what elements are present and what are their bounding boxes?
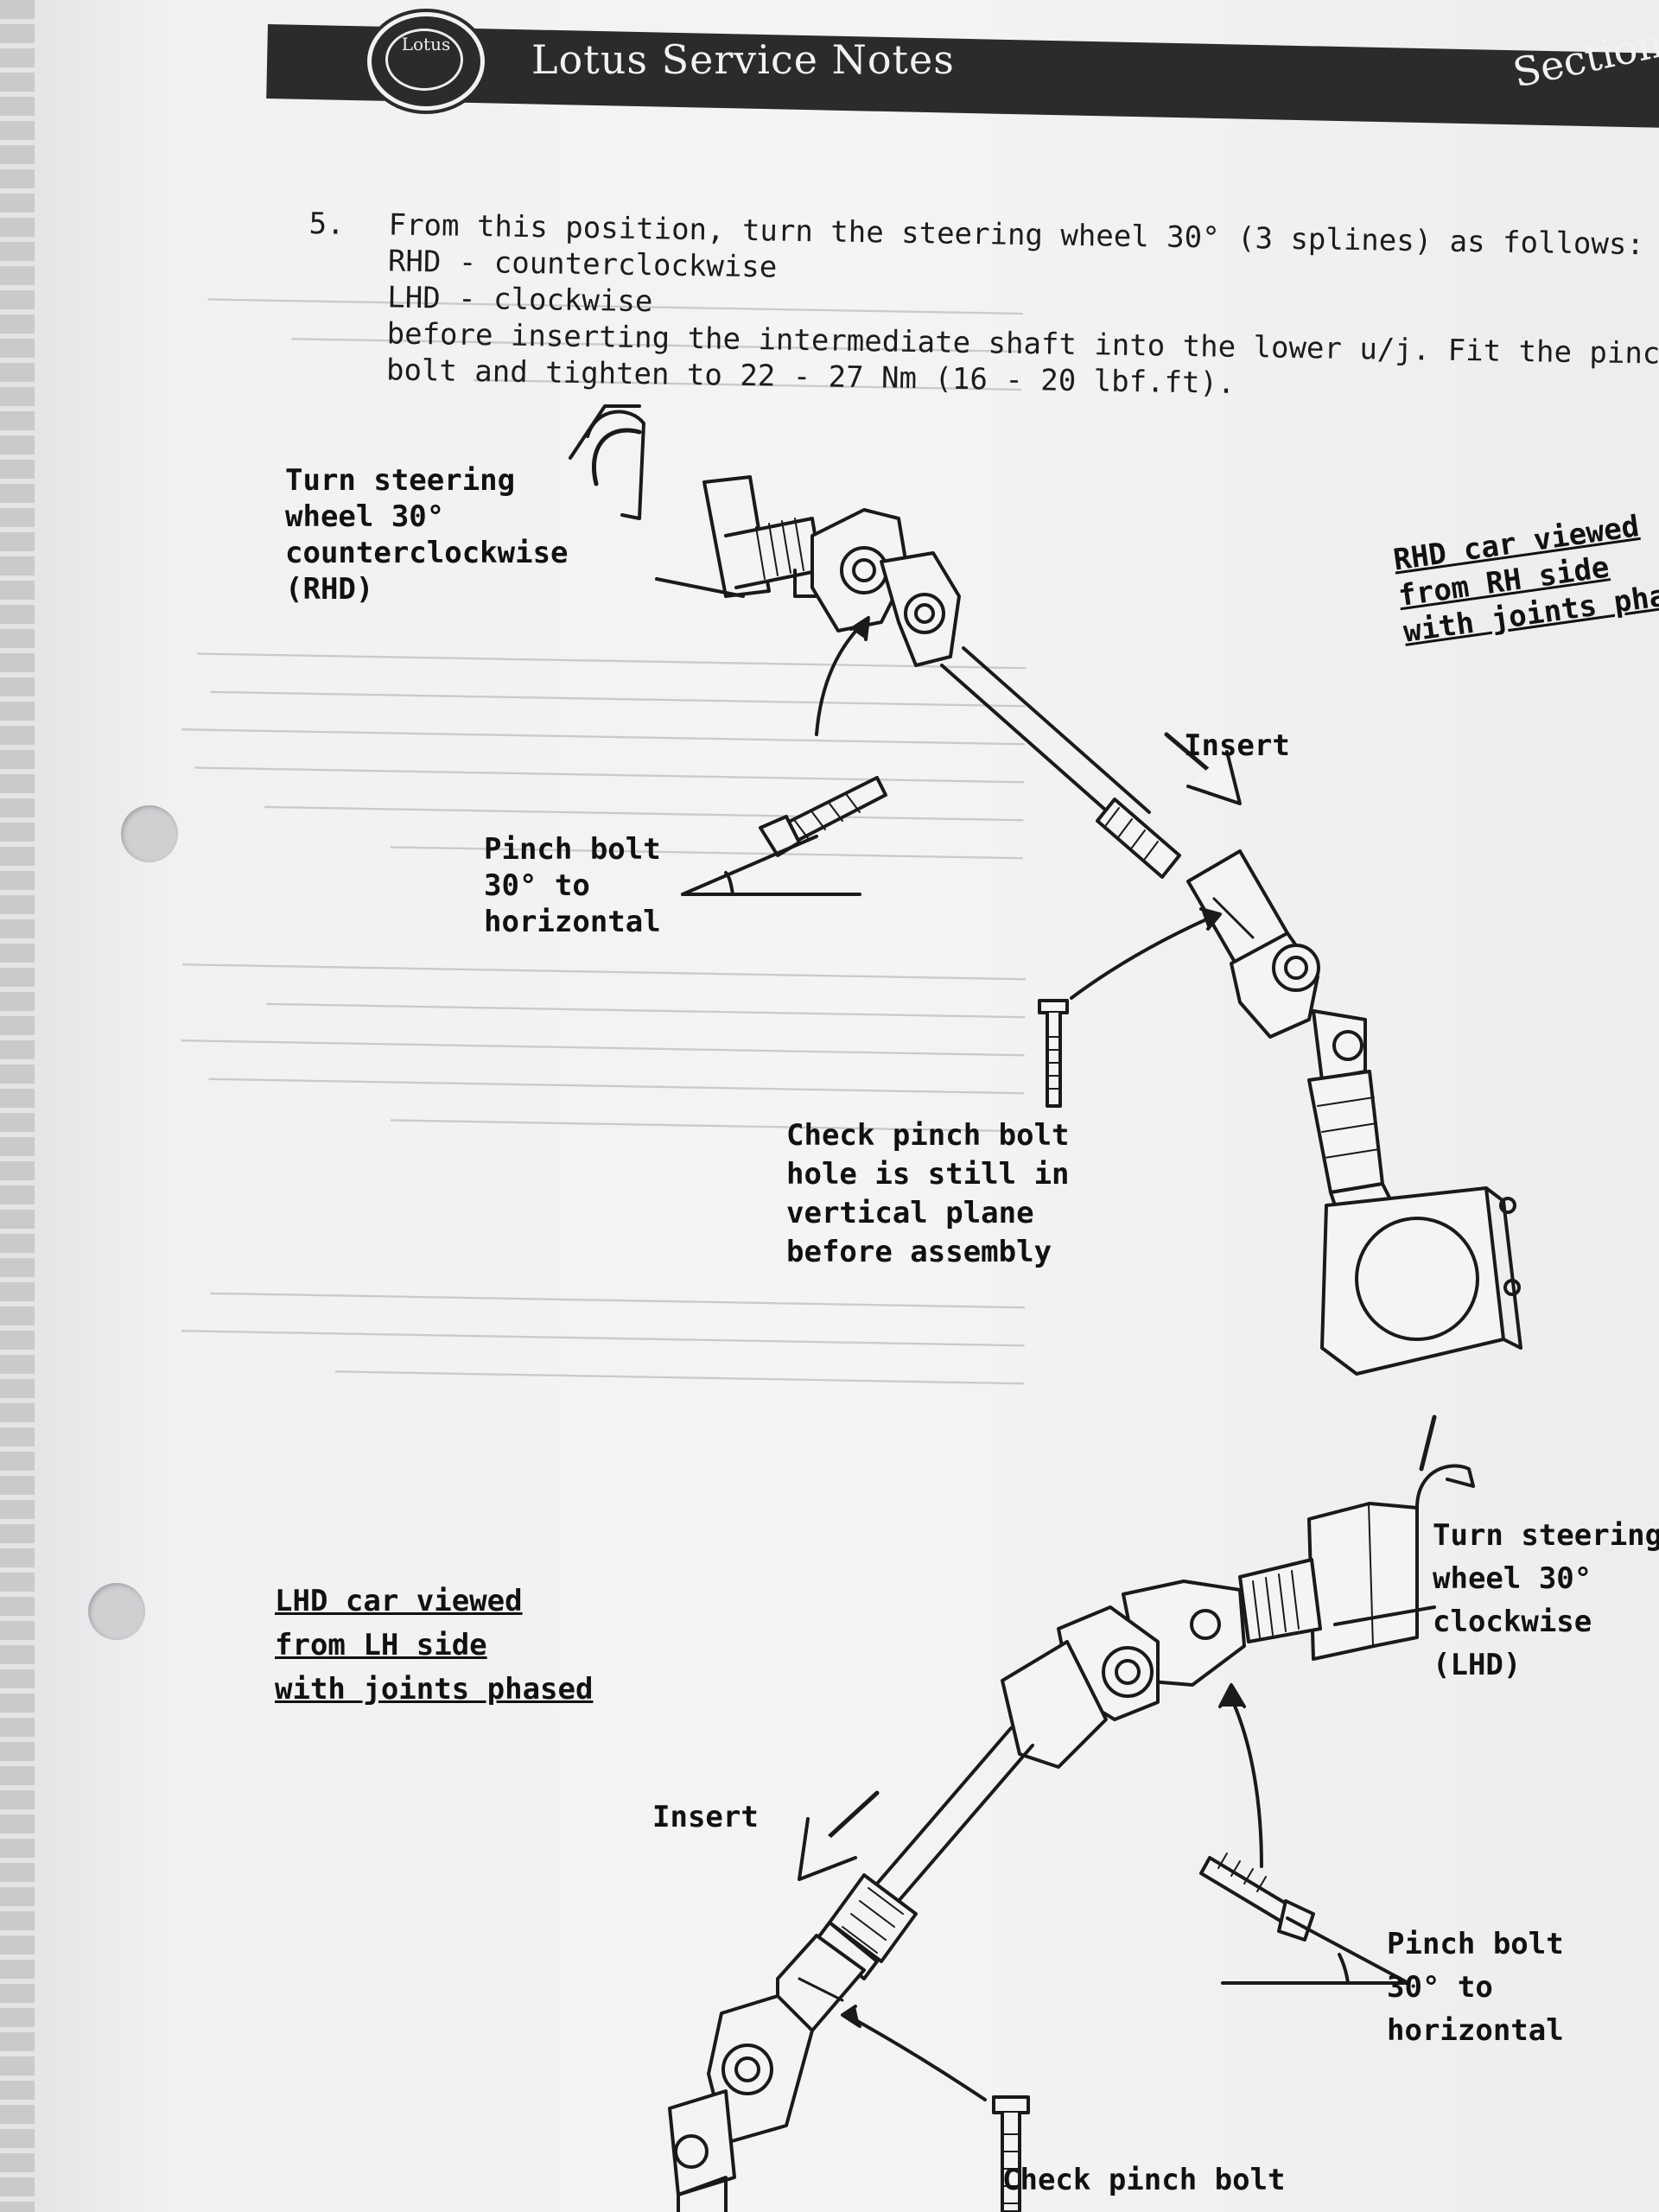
punch-hole [88,1583,145,1640]
label-line: wheel 30° [285,499,445,534]
label-line: Pinch bolt [1387,1927,1564,1961]
lotus-logo: Lotus [367,12,485,111]
binder-edge [0,0,35,2212]
label-line: from LH side [275,1628,487,1662]
header-title: Lotus Service Notes [531,36,955,83]
label-line: LHD car viewed [275,1584,523,1618]
lhd-check-label: Check pinch bolt [1002,2162,1286,2198]
rhd-check-label: Check pinch bolt hole is still in vertic… [786,1116,1070,1272]
label-line: clockwise [1433,1605,1592,1639]
label-line: Pinch bolt [484,832,661,867]
rhd-pinch-label: Pinch bolt 30° to horizontal [484,831,661,940]
label-line: vertical plane [786,1196,1034,1230]
label-line: 30° to [1387,1970,1493,2005]
label-line: 30° to [484,868,590,903]
label-line: (LHD) [1433,1648,1522,1682]
label-line: Check pinch bolt [1002,2163,1286,2197]
label-line: Turn steering [285,463,516,498]
lhd-steering-column-drawing [668,1414,1475,2212]
service-notes-page: ────────────────────────────────────────… [35,0,1659,2212]
lhd-view-label: LHD car viewed from LH side with joints … [275,1580,593,1712]
label-line: with joints phased [275,1672,594,1707]
label-line: hole is still in [786,1157,1070,1192]
label-line: horizontal [484,905,661,939]
label-line: before assembly [786,1235,1052,1269]
label-line: Check pinch bolt [786,1118,1070,1153]
lhd-turn-label: Turn steering wheel 30° clockwise (LHD) [1433,1514,1659,1687]
lhd-pinch-label: Pinch bolt 30° to horizontal [1387,1923,1564,2052]
label-line: wheel 30° [1433,1561,1592,1596]
label-line: (RHD) [285,572,374,607]
steering-column-diagrams [569,404,1522,2212]
label-line: horizontal [1387,2013,1564,2048]
rhd-insert-label: Insert [1184,728,1290,763]
punch-hole [121,805,178,862]
label-line: counterclockwise [285,536,569,570]
logo-text: Lotus [401,34,451,54]
label-line: Turn steering [1433,1518,1659,1553]
lhd-insert-label: Insert [652,1800,759,1834]
rhd-turn-label: Turn steering wheel 30° counterclockwise… [285,462,569,607]
rhd-steering-column-drawing [569,404,1522,1376]
